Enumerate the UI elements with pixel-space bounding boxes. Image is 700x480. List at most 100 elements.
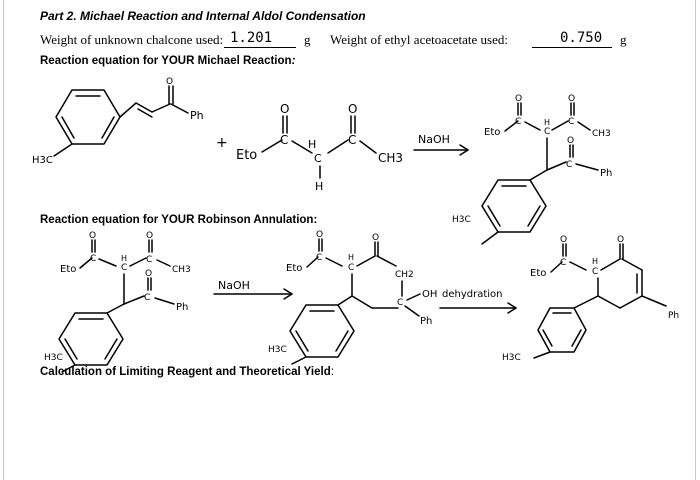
robinson-naoh-label: NaOH: [218, 279, 250, 292]
rr-methyl: CH3: [172, 265, 191, 275]
chalcone-methyl-label: H3C: [32, 155, 53, 166]
chalcone-alkene-second: [137, 108, 153, 118]
chalcone-carbonyl-bond: [151, 103, 171, 113]
fp-ketone-oxygen: O: [617, 235, 624, 245]
rr-methyl-ring-bond: [61, 364, 76, 373]
fp-h: H: [592, 257, 598, 266]
ai-oh-bond: [406, 293, 421, 301]
robinson-arrow-1-head: [283, 288, 293, 300]
chalcone-structure: H3C O Ph: [32, 77, 204, 166]
mp-c: C: [544, 127, 550, 137]
rr-aromatic: [104, 338, 118, 360]
rr-eto: Eto: [60, 264, 76, 275]
eaa-ch-hydrogen-top: H: [308, 138, 316, 151]
chalcone-weight-value: 1.201: [230, 30, 273, 46]
mp-aromatic: [527, 205, 541, 227]
mp-ester-carbon: C: [515, 117, 521, 127]
eaa-oxygen: O: [280, 102, 289, 116]
chalcone-phenyl-bond: [170, 103, 189, 114]
fp-benzene-ring: [537, 307, 587, 353]
calc-heading-text: Calculation of Limiting Reagent and Theo…: [40, 366, 331, 378]
mp-benzene-ring: [481, 179, 547, 233]
fp-bond: [569, 261, 587, 271]
mp-eto: Eto: [484, 127, 500, 138]
michael-heading-text: Reaction equation for YOUR Michael React…: [40, 55, 292, 67]
fp-eto: Eto: [530, 268, 546, 279]
ai-methyl-ring-bond: [291, 356, 307, 365]
mp-aromatic: [487, 205, 501, 227]
acetoacetate-weight-blank: [532, 47, 612, 48]
ai-aromatic: [295, 330, 309, 352]
acetoacetate-weight-value: 0.750: [560, 30, 603, 46]
ai-ester-carbon: C: [316, 253, 322, 263]
dehydration-label: dehydration: [442, 289, 503, 300]
rr-phenyl: Ph: [176, 302, 188, 313]
rr-ring-methyl: H3C: [44, 353, 63, 363]
chalcone-oxygen: O: [166, 77, 173, 87]
michael-arrow-head: [459, 144, 469, 156]
chalcone-phenyl-label: Ph: [190, 109, 204, 122]
mp-bond: [524, 121, 541, 131]
robinson-arrow-2-head: [507, 302, 517, 314]
ai-hydroxyl: OH: [422, 289, 437, 300]
ai-ring-bond: [356, 255, 376, 267]
ai-ring-bond: [351, 295, 373, 309]
mp-ester-bond: [504, 120, 519, 132]
mp-bond: [551, 120, 569, 131]
chalcone-weight-label: Weight of unknown chalcone used:: [40, 32, 224, 47]
mp-phenyl-bond: [575, 163, 599, 171]
ai-phenyl: Ph: [420, 316, 432, 327]
chalcone-aromatic-bond: [61, 116, 75, 139]
mp-phenyl: Ph: [600, 168, 612, 179]
mp-methyl-ring-bond: [481, 231, 499, 245]
eaa-eto: Eto: [236, 148, 257, 163]
ai-bond: [325, 257, 343, 267]
fp-aromatic: [571, 329, 582, 347]
mp-ketone-carbon: C: [568, 117, 574, 127]
rr-c: C: [121, 263, 127, 273]
ai-benzene-ring: [289, 304, 355, 358]
ai-oxygen: O: [316, 230, 323, 240]
eaa-ester-carbon: C: [280, 133, 288, 147]
rr-phenyl-bond: [154, 297, 175, 305]
chalcone-alkene: [135, 102, 153, 113]
chalcone-weight-blank: [224, 47, 296, 48]
fp-ester-carbon: C: [560, 258, 566, 268]
fp-ring-bond: [597, 295, 621, 309]
fp-aryl-bond: [573, 295, 599, 309]
robinson-heading: Reaction equation for YOUR Robinson Annu…: [40, 214, 318, 226]
mp-chain: [529, 169, 548, 181]
chalcone-vinyl-bond: [119, 102, 137, 118]
chalcone-aromatic-bond: [101, 116, 115, 139]
acetoacetate-weight-label: Weight of ethyl acetoacetate used:: [330, 32, 508, 47]
mp-ring-methyl: H3C: [452, 215, 471, 225]
left-page-border: [3, 0, 4, 480]
ai-ketone-oxygen: O: [372, 233, 379, 243]
rr-methyl-bond: [156, 259, 171, 267]
part-title: Part 2. Michael Reaction and Internal Al…: [40, 9, 366, 23]
rr-ester-carbon: C: [90, 254, 96, 264]
rr-ketone-carbon: C: [146, 255, 152, 265]
robinson-reactant-structure: Eto C O H C C O CH3 C O Ph H3C: [44, 231, 191, 373]
eaa-ketone-carbon: C: [348, 133, 356, 147]
rr-oxygen: O: [89, 231, 96, 241]
fp-aromatic: [542, 329, 553, 347]
eaa-central-carbon: C: [314, 152, 322, 165]
mp-methyl: CH3: [592, 129, 611, 139]
eaa-ester-bond: [261, 139, 283, 153]
ai-ch2: CH2: [395, 270, 414, 280]
acetoacetate-weight-unit: g: [620, 32, 627, 47]
fp-c: C: [592, 267, 598, 277]
chalcone-weight-unit: g: [304, 32, 311, 47]
michael-heading: Reaction equation for YOUR Michael React…: [40, 55, 295, 67]
fp-phenyl: Ph: [668, 311, 679, 321]
aldol-intermediate-structure: Eto C O H C O CH2 C OH Ph H3C: [268, 230, 437, 365]
right-page-border: [695, 0, 696, 480]
michael-product-structure: Eto C O H C C O CH3 C O Ph H3C: [452, 94, 612, 245]
ai-quaternary-carbon: C: [397, 298, 403, 308]
ai-aromatic: [335, 330, 349, 352]
fp-ring-methyl: H3C: [502, 353, 521, 363]
ai-ring-methyl: H3C: [268, 345, 287, 355]
mp-oxygen2: O: [567, 136, 574, 146]
